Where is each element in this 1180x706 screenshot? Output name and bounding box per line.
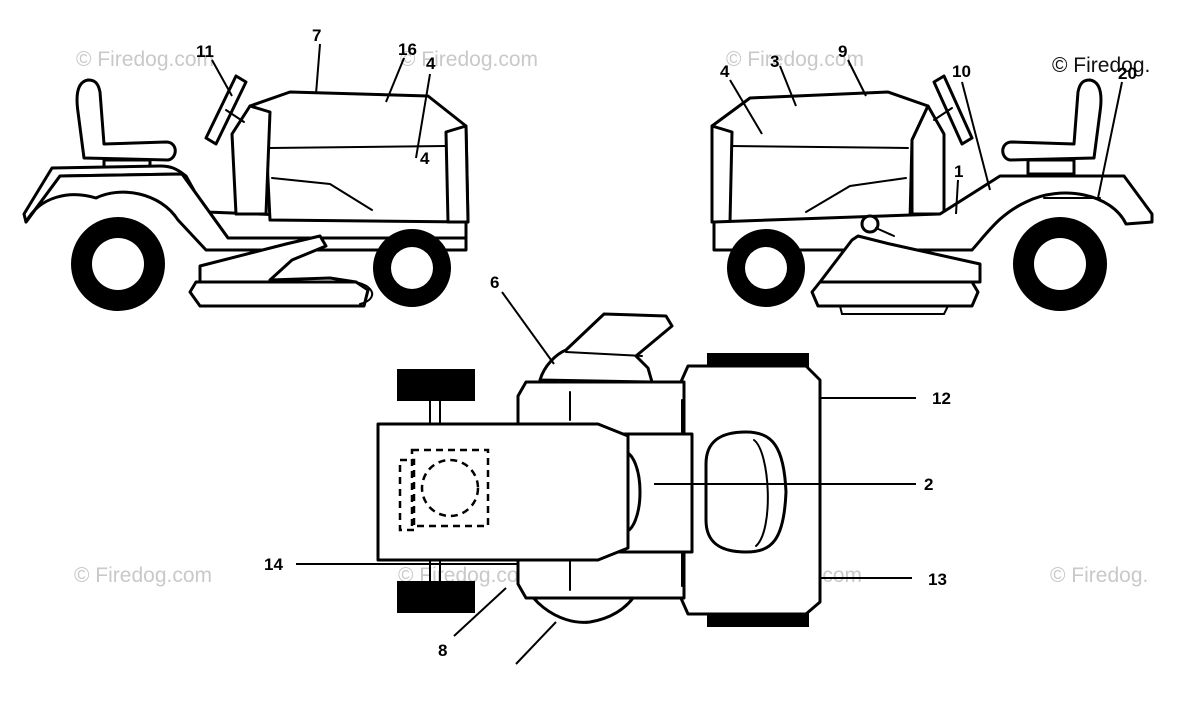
watermark-dark: © Firedog. <box>1052 54 1150 77</box>
callout-12: 12 <box>932 389 951 408</box>
callout-20: 20 <box>1118 64 1137 83</box>
leader-11 <box>211 59 233 97</box>
front-wheel-top <box>397 581 475 613</box>
hood <box>710 90 930 224</box>
rear-wheel-hub <box>1034 238 1086 290</box>
callout-6: 6 <box>490 273 499 292</box>
seat-back <box>753 439 769 547</box>
mower-deck <box>810 280 980 308</box>
hood-curve <box>805 177 907 213</box>
leader-10 <box>961 81 991 191</box>
tractor-top-view <box>376 312 822 627</box>
leader-4b <box>729 79 763 135</box>
leader-8 <box>453 587 507 637</box>
chute <box>339 280 374 305</box>
leader-4a <box>415 73 431 159</box>
lever-arm <box>875 227 895 237</box>
seat <box>1001 78 1103 162</box>
watermark: © Firedog.com <box>726 48 864 71</box>
seat-top <box>704 430 788 554</box>
callout-4: 4 <box>720 62 730 81</box>
callout-10: 10 <box>952 62 971 81</box>
callout-4: 4 <box>426 54 436 73</box>
seat-base <box>1026 158 1076 176</box>
lever-knob <box>860 214 880 234</box>
leader-lines <box>211 43 1123 665</box>
callouts: 11 7 16 4 4 3 9 10 20 1 4 6 12 2 13 14 8 <box>196 26 1137 660</box>
steering-wheel <box>932 74 974 146</box>
callout-2: 2 <box>924 475 933 494</box>
hood-top <box>376 422 630 562</box>
grille <box>444 124 470 224</box>
callout-7: 7 <box>312 26 321 45</box>
steering-shaft <box>933 107 953 121</box>
callout-11: 11 <box>196 42 214 61</box>
rear-wheel-hub <box>92 238 144 290</box>
leader-16 <box>385 57 405 103</box>
callout-13: 13 <box>928 570 947 589</box>
leader-5 <box>515 621 557 665</box>
tractor-left-side-view <box>22 74 470 311</box>
front-wheel-hub <box>391 247 433 289</box>
callout-1: 1 <box>954 162 963 181</box>
seat <box>75 78 177 162</box>
mower-deck <box>188 280 370 308</box>
tractor-right-side-view <box>710 74 1154 315</box>
dash <box>230 104 272 216</box>
callout-4: 4 <box>420 149 430 168</box>
engine-outline <box>398 458 416 532</box>
front-wheel-top <box>397 369 475 401</box>
callout-9: 9 <box>838 42 847 61</box>
leader-1 <box>955 179 959 215</box>
leader-20 <box>1097 81 1123 199</box>
watermark: © Firedog. <box>1050 564 1148 587</box>
steering-shaft <box>225 109 245 123</box>
engine-pulley <box>420 458 480 518</box>
watermark: © Firedog.com <box>74 564 212 587</box>
leader-9 <box>847 59 867 97</box>
hood-curve <box>271 177 373 211</box>
deck-skirt <box>839 305 949 315</box>
rear-fender <box>712 174 1154 252</box>
hood-line <box>729 145 909 149</box>
front-wheel-hub <box>745 247 787 289</box>
callout-3: 3 <box>770 52 779 71</box>
callout-14: 14 <box>264 555 283 574</box>
hood-line <box>269 145 447 149</box>
leader-3 <box>779 65 797 107</box>
engine-outline <box>410 448 490 528</box>
chute-edge <box>565 351 643 357</box>
watermark: © Firedog.com <box>76 48 214 71</box>
callout-8: 8 <box>438 641 447 660</box>
leader-6 <box>501 291 555 365</box>
watermark: © Firedog.com <box>400 48 538 71</box>
callout-16: 16 <box>398 40 417 59</box>
grille <box>710 124 734 224</box>
discharge-chute <box>538 312 674 384</box>
leader-7 <box>315 43 321 95</box>
